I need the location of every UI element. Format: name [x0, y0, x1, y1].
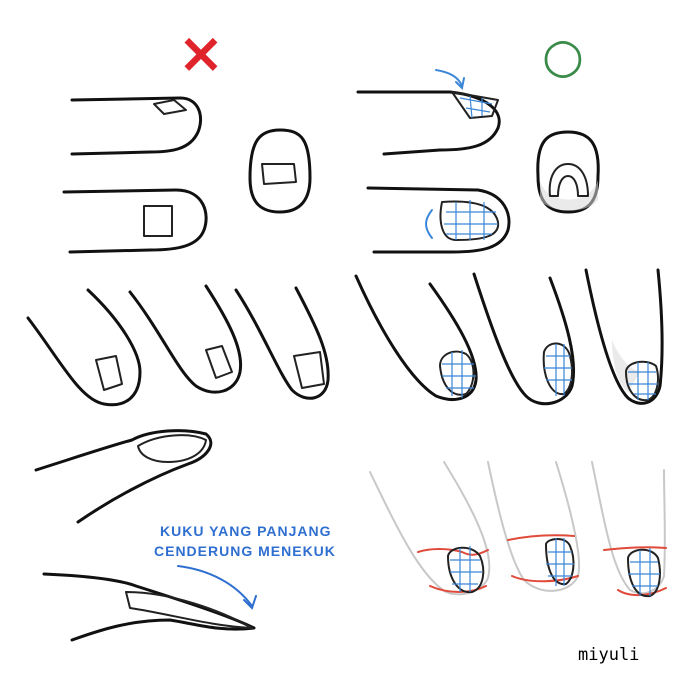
artist-signature: miyuli	[578, 645, 639, 665]
correct-side-finger-top	[356, 69, 501, 156]
curve-arrow-icon	[435, 69, 465, 91]
correct-front-fingertip	[536, 130, 600, 214]
correct-mark: ○	[542, 28, 584, 84]
annotation-arrow-icon	[177, 565, 257, 610]
wrong-side-finger-top	[70, 96, 203, 156]
curve-bracket-icon	[425, 209, 433, 239]
annotation-line-2: CENDERUNG MENEKUK	[154, 543, 336, 559]
correct-reference-fingers	[369, 461, 667, 598]
wrong-long-nail-finger-top	[34, 429, 213, 524]
correct-side-finger-bottom	[366, 186, 511, 254]
wrong-front-fingertip	[248, 128, 312, 214]
wrong-side-finger-bottom	[62, 188, 208, 254]
annotation-line-1: KUKU YANG PANJANG	[160, 523, 332, 539]
wrong-mark: ×	[178, 21, 225, 86]
wrong-angled-fingers	[26, 284, 330, 407]
correct-angled-fingers	[354, 268, 664, 406]
wrong-long-nail-finger-bottom	[42, 572, 256, 642]
